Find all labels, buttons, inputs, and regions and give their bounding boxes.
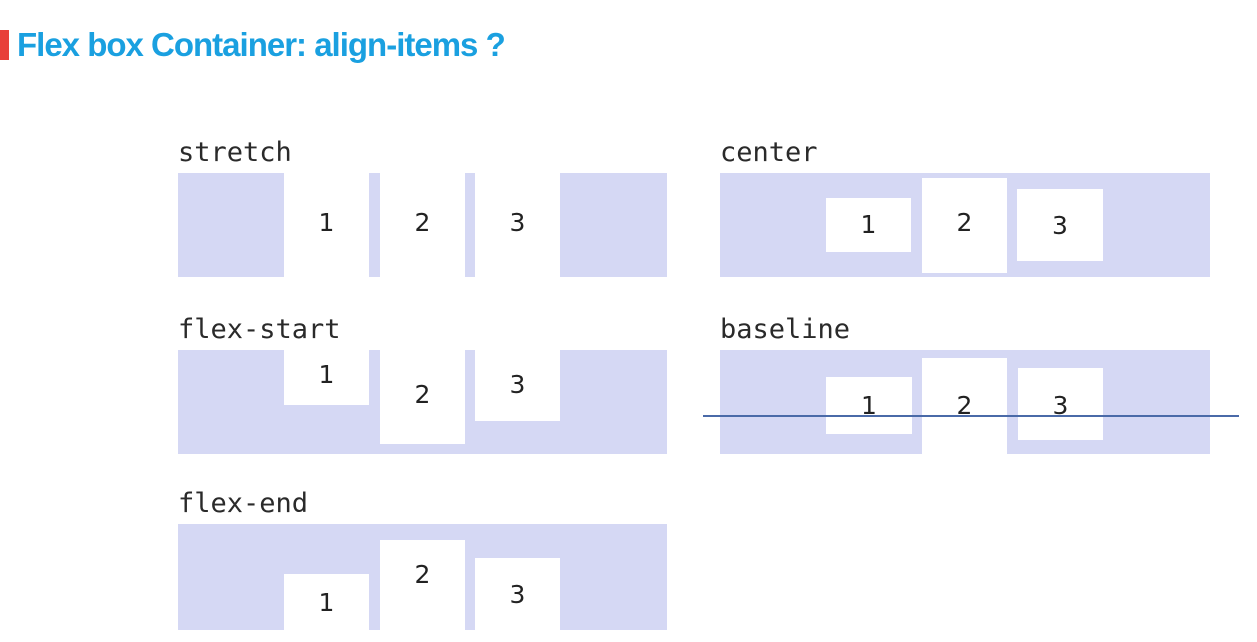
baseline-line — [703, 415, 1239, 417]
container-center: 1 2 3 — [720, 173, 1210, 277]
container-flex-start: 1 2 3 — [178, 350, 667, 454]
flex-end-item-3: 3 — [475, 558, 560, 630]
center-item-2: 2 — [922, 178, 1007, 273]
slide-title: Flex box Container: align-items ? — [17, 26, 506, 63]
flex-end-item-1: 1 — [284, 574, 369, 630]
label-stretch: stretch — [178, 137, 292, 168]
center-item-1: 1 — [826, 198, 911, 252]
stretch-item-2: 2 — [380, 173, 465, 277]
baseline-item-1: 1 — [826, 377, 912, 434]
label-baseline: baseline — [720, 314, 851, 345]
container-stretch: 1 2 3 — [178, 173, 667, 277]
center-item-3: 3 — [1017, 189, 1103, 261]
container-flex-end: 1 2 3 — [178, 524, 667, 630]
stretch-item-3: 3 — [475, 173, 560, 277]
flex-start-item-1: 1 — [284, 350, 369, 405]
baseline-item-3: 3 — [1018, 368, 1103, 440]
stretch-item-1: 1 — [284, 173, 369, 277]
title-accent-bar — [0, 30, 9, 60]
flex-start-item-2: 2 — [380, 350, 465, 444]
flex-start-item-3: 3 — [475, 350, 560, 421]
label-flex-end: flex-end — [178, 488, 309, 519]
flex-end-item-2: 2 — [380, 540, 465, 630]
baseline-item-2: 2 — [922, 358, 1007, 454]
label-flex-start: flex-start — [178, 314, 341, 345]
label-center: center — [720, 137, 818, 168]
container-baseline: 1 2 3 — [720, 350, 1210, 454]
